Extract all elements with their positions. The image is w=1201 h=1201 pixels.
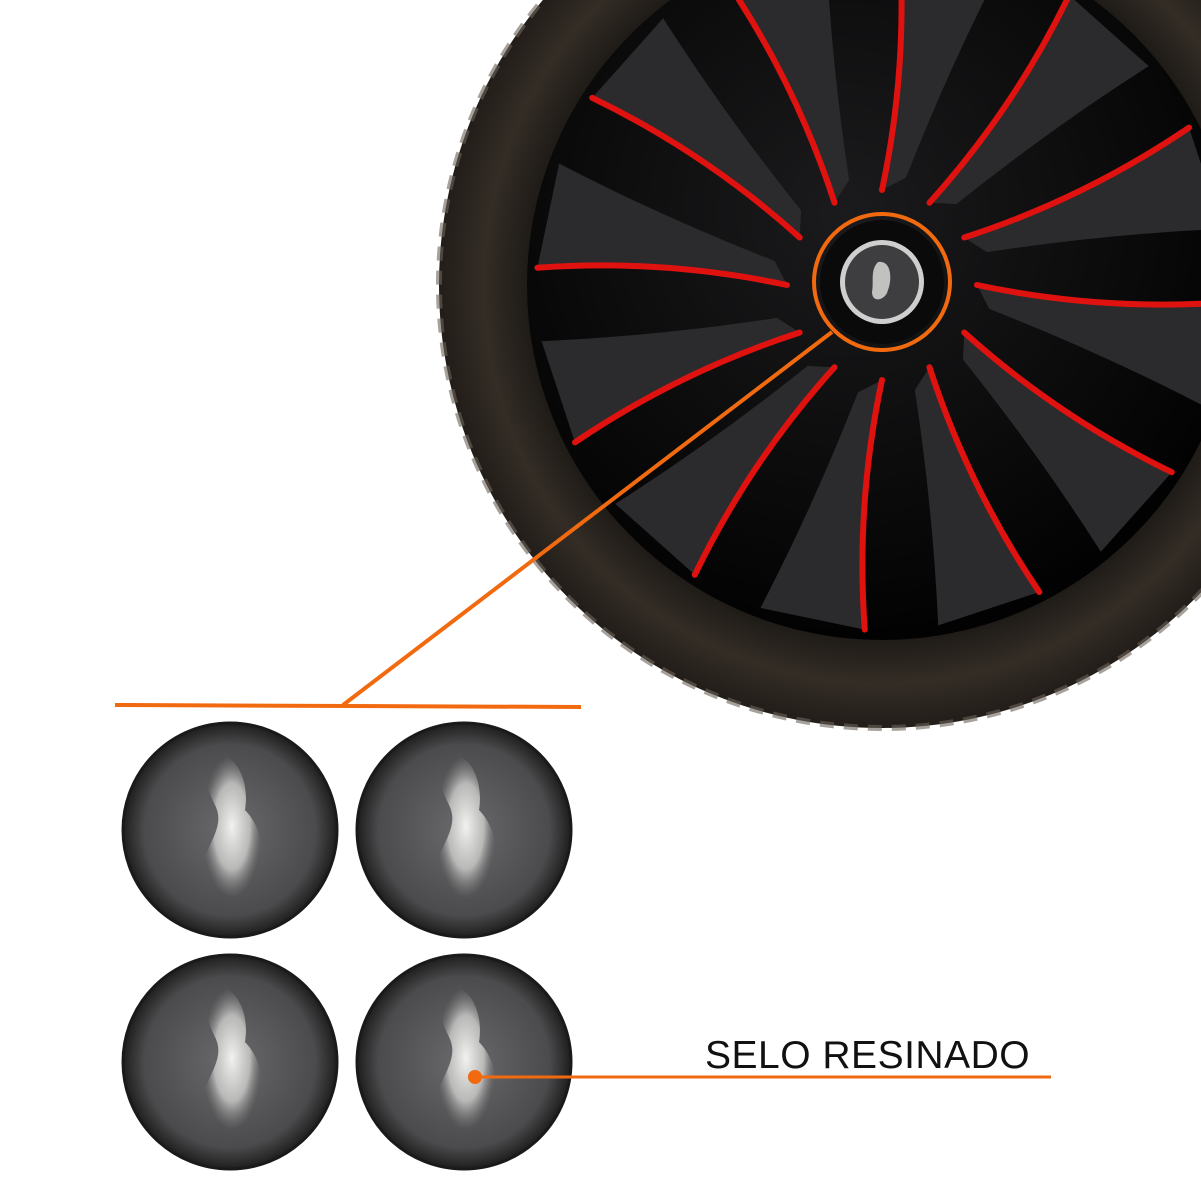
- spoke-red-trim: [926, 0, 1071, 206]
- spoke-red-trim: [571, 329, 803, 446]
- spoke-blade: [962, 332, 1172, 552]
- spoke-blade: [537, 163, 787, 285]
- spoke-blade: [541, 317, 800, 443]
- hubcap-spokes: [534, 0, 1201, 633]
- spoke-red-trim: [926, 364, 1043, 596]
- spoke-blade: [929, 0, 1149, 205]
- spoke-red-trim: [735, 0, 838, 206]
- spoke-blade: [914, 367, 1040, 626]
- callout-line-diagonal: [341, 330, 834, 707]
- spoke-red-trim: [691, 364, 838, 578]
- seal-3: [121, 953, 339, 1171]
- spoke-red-trim: [589, 94, 803, 241]
- spoke-red-trim: [974, 282, 1201, 308]
- spoke-blade: [592, 18, 802, 238]
- spoke-blade: [882, 0, 985, 190]
- spoke-red-trim: [961, 329, 1175, 476]
- spoke-red-trim: [961, 124, 1193, 241]
- seal-label: SELO RESINADO: [705, 1034, 1031, 1077]
- spoke-red-trim: [859, 377, 885, 633]
- seal-2: [355, 721, 573, 939]
- spoke-blade: [760, 380, 882, 630]
- spoke-blade: [615, 365, 835, 575]
- spoke-red-trim: [534, 262, 790, 288]
- spoke-blade: [977, 285, 1201, 405]
- seal-4: [355, 953, 573, 1171]
- spoke-blade: [739, 0, 850, 203]
- callout-line-horizontal: [114, 703, 582, 709]
- spoke-red-trim: [879, 0, 905, 193]
- seal-1: [121, 721, 339, 939]
- hub-highlight-circle: [812, 212, 952, 352]
